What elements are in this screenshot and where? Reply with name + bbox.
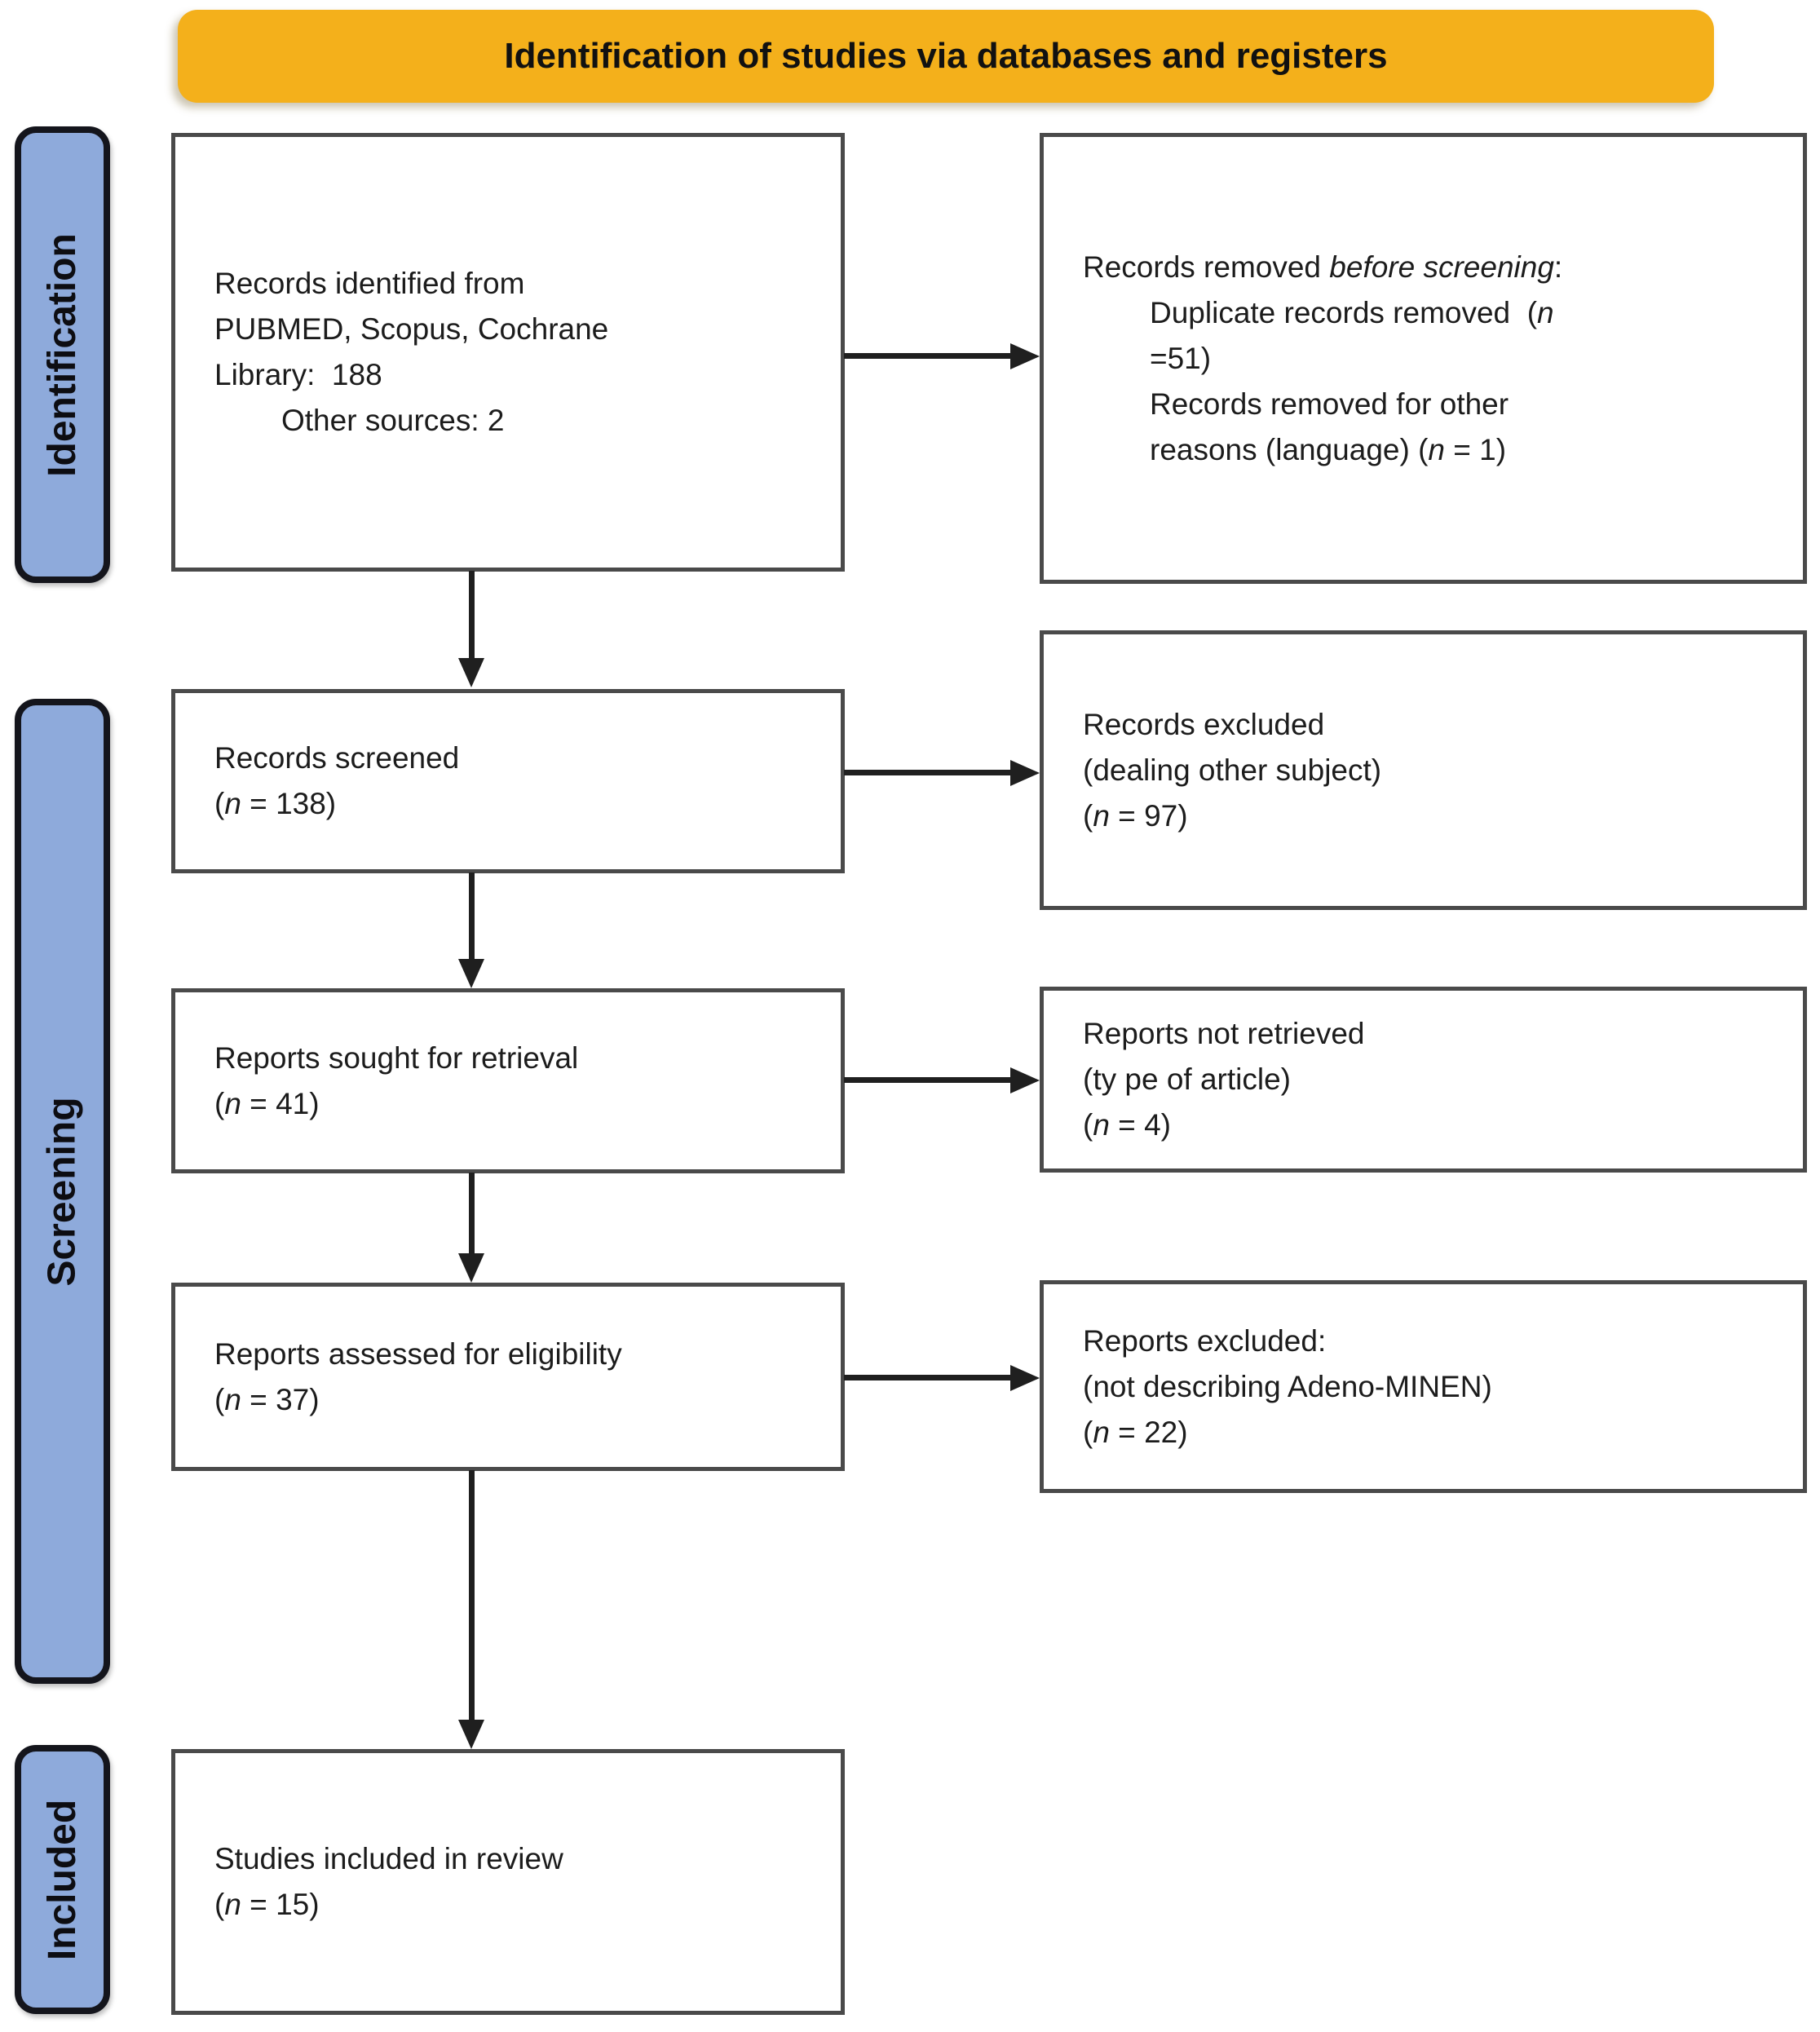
box-records-screened: Records screened(n = 138): [171, 689, 845, 873]
box-records-excluded: Records excluded(dealing other subject)(…: [1040, 630, 1807, 910]
box-reports-sought-for-retrieval: Reports sought for retrieval(n = 41): [171, 988, 845, 1173]
stage-label-identification-text: Identification: [41, 232, 85, 477]
box-studies-included-in-review: Studies included in review(n = 15): [171, 1749, 845, 2015]
box-reports-assessed-for-eligibility: Reports assessed for eligibility(n = 37): [171, 1283, 845, 1471]
stage-label-included: Included: [15, 1745, 110, 2014]
stage-label-screening: Screening: [15, 699, 110, 1684]
box-records-removed-before-screening: Records removed before screening:Duplica…: [1040, 133, 1807, 584]
box-reports-excluded: Reports excluded:(not describing Adeno-M…: [1040, 1280, 1807, 1493]
stage-label-identification: Identification: [15, 126, 110, 583]
stage-label-included-text: Included: [41, 1799, 84, 1960]
banner-title: Identification of studies via databases …: [178, 10, 1714, 103]
stage-label-screening-text: Screening: [41, 1096, 85, 1287]
box-reports-not-retrieved: Reports not retrieved(ty pe of article)(…: [1040, 987, 1807, 1173]
